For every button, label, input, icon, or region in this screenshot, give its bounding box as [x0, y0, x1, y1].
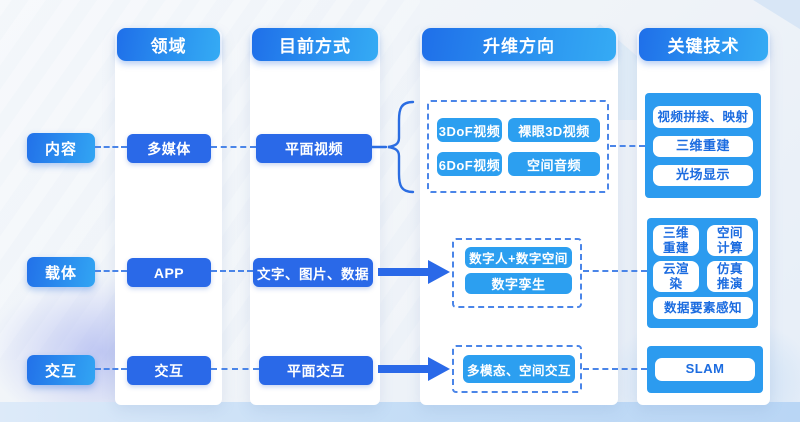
box-6dof-video: 6DoF视频 [437, 152, 502, 176]
column-panel-current [250, 30, 380, 405]
column-header-domain: 领域 [117, 28, 220, 61]
dashed-connector [583, 368, 647, 370]
tech-item-spatial-computing: 空间 计算 [707, 225, 753, 256]
box-3dof-video: 3DoF视频 [437, 118, 502, 142]
tech-item-slam: SLAM [655, 358, 755, 381]
box-app: APP [127, 258, 211, 287]
tech-item-data-element-perception: 数据要素感知 [653, 297, 753, 319]
box-spatial-audio: 空间音频 [508, 152, 600, 176]
arrow-right-icon [428, 260, 450, 284]
tech-item-3d-reconstruction: 三维 重建 [653, 225, 699, 256]
dashed-connector [95, 270, 127, 272]
tech-item-video-stitching-mapping: 视频拼接、映射 [653, 106, 753, 128]
column-header-tech: 关键技术 [639, 28, 768, 61]
tech-item-cloud-rendering: 云渲 染 [653, 261, 699, 292]
dashed-connector [211, 270, 253, 272]
arrow-right-icon [378, 268, 429, 276]
box-flat-interaction: 平面交互 [259, 356, 373, 385]
dashed-connector [211, 368, 259, 370]
dashed-connector [610, 145, 645, 147]
box-text-image-data: 文字、图片、数据 [253, 258, 373, 287]
box-multimodal-spatial-interaction: 多模态、空间交互 [463, 355, 575, 383]
tech-item-light-field-display: 光场显示 [653, 165, 753, 186]
box-flat-video: 平面视频 [256, 134, 372, 163]
arrow-right-icon [428, 357, 450, 381]
arrow-right-icon [378, 365, 429, 373]
column-header-current: 目前方式 [252, 28, 378, 61]
dashed-connector [211, 146, 256, 148]
column-header-upgrade: 升维方向 [422, 28, 616, 61]
column-panel-upgrade [420, 30, 618, 405]
dashed-connector [95, 368, 127, 370]
dashed-group-interaction-upgrade [452, 345, 582, 393]
row-pill-content: 内容 [27, 133, 95, 163]
row-pill-interaction: 交互 [27, 355, 95, 385]
box-digital-human-space: 数字人+数字空间 [465, 247, 572, 268]
column-panel-tech [637, 30, 770, 405]
curly-brace-icon [369, 100, 429, 194]
tech-item-3d-reconstruction: 三维重建 [653, 136, 753, 157]
box-multimedia: 多媒体 [127, 134, 211, 163]
dashed-connector [95, 146, 127, 148]
box-digital-twin: 数字孪生 [465, 273, 572, 294]
box-interaction: 交互 [127, 356, 211, 385]
background-bottom-band [0, 402, 800, 422]
dashed-group-digital-upgrade [452, 238, 582, 308]
column-panel-domain [115, 30, 222, 405]
dashed-connector [583, 270, 647, 272]
box-naked-eye-3d-video: 裸眼3D视频 [508, 118, 600, 142]
dashed-group-video-upgrade [427, 100, 609, 193]
tech-item-simulation-deduction: 仿真 推演 [707, 261, 753, 292]
row-pill-carrier: 载体 [27, 257, 95, 287]
